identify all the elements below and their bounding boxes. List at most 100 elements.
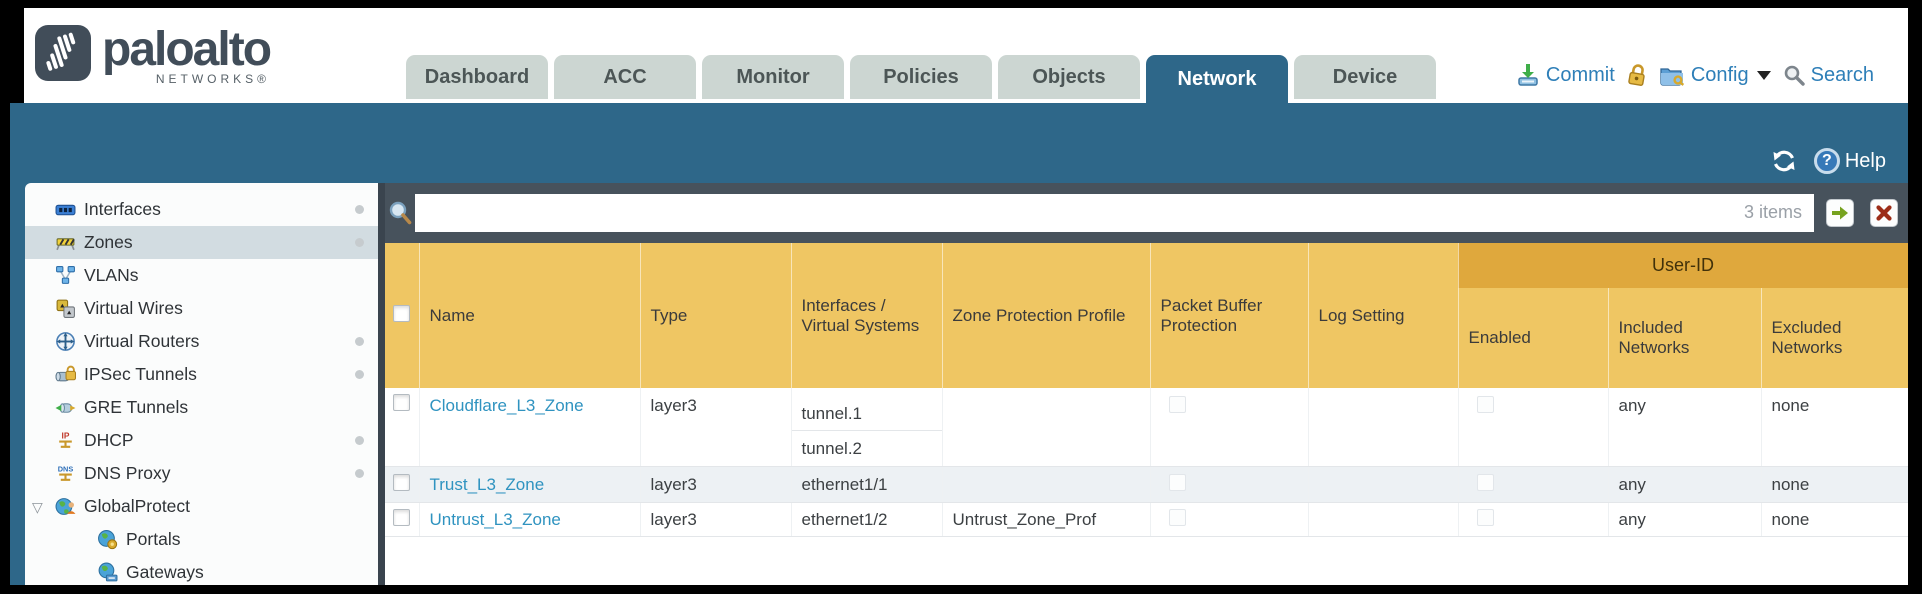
apply-filter-button[interactable] bbox=[1826, 199, 1854, 227]
tab-monitor[interactable]: Monitor bbox=[702, 55, 844, 99]
sidebar-item-virtual-routers[interactable]: Virtual Routers bbox=[25, 325, 378, 358]
green-arrow-icon bbox=[1832, 206, 1848, 220]
sidebar-item-portals[interactable]: Portals bbox=[25, 523, 378, 556]
top-header: paloalto NETWORKS® Dashboard ACC Monitor… bbox=[10, 8, 1908, 103]
main-area: Interfaces Zones VLANs Virtua bbox=[10, 183, 1908, 585]
top-actions: Commit Config bbox=[1516, 63, 1874, 87]
col-group-user-id: User-ID bbox=[1458, 243, 1908, 288]
network-sidebar: Interfaces Zones VLANs Virtua bbox=[25, 183, 378, 585]
excluded-networks: none bbox=[1761, 466, 1908, 503]
lock-icon[interactable] bbox=[1627, 63, 1647, 87]
sidebar-item-gre-tunnels[interactable]: GRE Tunnels bbox=[25, 391, 378, 424]
zone-protection-profile bbox=[942, 388, 1151, 467]
sidebar-item-dns-proxy[interactable]: DNS DNS Proxy bbox=[25, 457, 378, 490]
tab-objects[interactable]: Objects bbox=[998, 55, 1140, 99]
sidebar-item-interfaces[interactable]: Interfaces bbox=[25, 193, 378, 226]
sidebar-item-label: Gateways bbox=[126, 562, 204, 582]
filter-search-icon[interactable] bbox=[387, 200, 413, 226]
brand-subtitle: NETWORKS® bbox=[155, 72, 271, 86]
col-header-name[interactable]: Name bbox=[419, 243, 641, 388]
zone-interfaces-cell: tunnel.1 tunnel.2 bbox=[791, 388, 943, 467]
svg-text:IP: IP bbox=[62, 430, 70, 440]
user-id-enabled-checkbox[interactable] bbox=[1476, 508, 1494, 526]
chevron-down-icon bbox=[1756, 70, 1771, 80]
col-header-packet-buffer[interactable]: Packet Buffer Protection bbox=[1150, 243, 1309, 388]
clear-filter-button[interactable] bbox=[1870, 199, 1898, 227]
paloalto-logo: paloalto NETWORKS® bbox=[34, 22, 272, 86]
help-button[interactable]: ? Help bbox=[1813, 148, 1886, 174]
zone-protection-profile bbox=[942, 466, 1151, 503]
config-label: Config bbox=[1690, 63, 1749, 86]
svg-text:DNS: DNS bbox=[58, 464, 74, 473]
sidebar-item-label: Interfaces bbox=[84, 199, 161, 219]
globalprotect-icon bbox=[55, 496, 76, 517]
header-select-all-cell bbox=[385, 243, 420, 388]
select-all-checkbox[interactable] bbox=[393, 304, 411, 322]
row-checkbox[interactable] bbox=[393, 394, 411, 411]
filter-input[interactable] bbox=[415, 194, 1814, 232]
user-id-enabled-checkbox[interactable] bbox=[1476, 396, 1494, 413]
commit-button[interactable]: Commit bbox=[1516, 63, 1615, 87]
col-header-interfaces[interactable]: Interfaces / Virtual Systems bbox=[791, 243, 943, 388]
global-search[interactable]: Search bbox=[1783, 64, 1874, 87]
excluded-networks: none bbox=[1761, 388, 1908, 467]
tab-network[interactable]: Network bbox=[1146, 55, 1288, 103]
config-menu[interactable]: Config bbox=[1659, 64, 1771, 87]
filter-input-wrap: 3 items bbox=[415, 194, 1814, 232]
tab-acc[interactable]: ACC bbox=[554, 55, 696, 99]
zone-interfaces-cell[interactable]: ethernet1/1 bbox=[791, 466, 943, 503]
tab-policies[interactable]: Policies bbox=[850, 55, 992, 99]
sub-header-band: ? Help bbox=[10, 103, 1908, 183]
col-header-enabled[interactable]: Enabled bbox=[1458, 288, 1609, 388]
tab-device[interactable]: Device bbox=[1294, 55, 1436, 99]
user-id-enabled-checkbox[interactable] bbox=[1476, 473, 1494, 491]
zone-interfaces-cell[interactable]: ethernet1/2 bbox=[791, 502, 943, 537]
col-header-excluded-networks[interactable]: Excluded Networks bbox=[1761, 288, 1908, 388]
col-header-zone-protection[interactable]: Zone Protection Profile bbox=[942, 243, 1151, 388]
sidebar-item-label: Virtual Wires bbox=[84, 298, 183, 318]
refresh-icon[interactable] bbox=[1770, 147, 1798, 175]
frame-patch bbox=[10, 8, 24, 103]
log-setting bbox=[1308, 502, 1459, 537]
interface-link[interactable]: tunnel.2 bbox=[801, 439, 863, 458]
sidebar-item-dhcp[interactable]: IP DHCP bbox=[25, 424, 378, 457]
status-dot bbox=[355, 238, 364, 247]
status-dot bbox=[355, 337, 364, 346]
zone-name-link[interactable]: Trust_L3_Zone bbox=[429, 474, 545, 494]
sidebar-item-ipsec-tunnels[interactable]: IPSec Tunnels bbox=[25, 358, 378, 391]
sidebar-item-globalprotect[interactable]: ▽ GlobalProtect bbox=[25, 490, 378, 523]
sidebar-item-zones[interactable]: Zones bbox=[25, 226, 378, 259]
sidebar-item-vlans[interactable]: VLANs bbox=[25, 259, 378, 292]
app-window: paloalto NETWORKS® Dashboard ACC Monitor… bbox=[10, 8, 1908, 585]
packet-buffer-checkbox[interactable] bbox=[1168, 508, 1186, 526]
main-nav-tabs: Dashboard ACC Monitor Policies Objects N… bbox=[406, 55, 1436, 103]
packet-buffer-checkbox[interactable] bbox=[1168, 396, 1186, 413]
help-label: Help bbox=[1844, 149, 1886, 172]
vlans-icon bbox=[55, 265, 76, 286]
row-checkbox[interactable] bbox=[393, 508, 411, 526]
zone-name-link[interactable]: Cloudflare_L3_Zone bbox=[429, 396, 584, 415]
brand-name: paloalto bbox=[102, 23, 272, 76]
row-checkbox[interactable] bbox=[393, 473, 411, 491]
col-header-log-setting[interactable]: Log Setting bbox=[1308, 243, 1459, 388]
tab-dashboard[interactable]: Dashboard bbox=[406, 55, 548, 99]
interface-link[interactable]: tunnel.1 bbox=[791, 396, 942, 431]
status-dot bbox=[355, 205, 364, 214]
paloalto-logo-icon bbox=[35, 25, 91, 81]
table-row: Cloudflare_L3_Zone layer3 tunnel.1 tunne… bbox=[385, 388, 1908, 467]
collapse-triangle-icon[interactable]: ▽ bbox=[32, 499, 43, 515]
zones-content: 3 items bbox=[385, 183, 1908, 585]
zone-name-link[interactable]: Untrust_L3_Zone bbox=[429, 509, 561, 529]
help-icon: ? bbox=[1813, 148, 1840, 174]
zones-table: Name Type Interfaces / Virtual Systems Z… bbox=[385, 243, 1908, 537]
packet-buffer-checkbox[interactable] bbox=[1168, 473, 1186, 491]
sidebar-item-label: DNS Proxy bbox=[84, 463, 171, 483]
col-header-included-networks[interactable]: Included Networks bbox=[1608, 288, 1762, 388]
sidebar-divider bbox=[378, 183, 385, 585]
sidebar-item-gateways[interactable]: Gateways bbox=[25, 556, 378, 585]
col-header-type[interactable]: Type bbox=[640, 243, 792, 388]
sidebar-item-virtual-wires[interactable]: Virtual Wires bbox=[25, 292, 378, 325]
portals-icon bbox=[97, 529, 118, 550]
config-icon bbox=[1660, 68, 1684, 86]
included-networks: any bbox=[1608, 388, 1762, 467]
